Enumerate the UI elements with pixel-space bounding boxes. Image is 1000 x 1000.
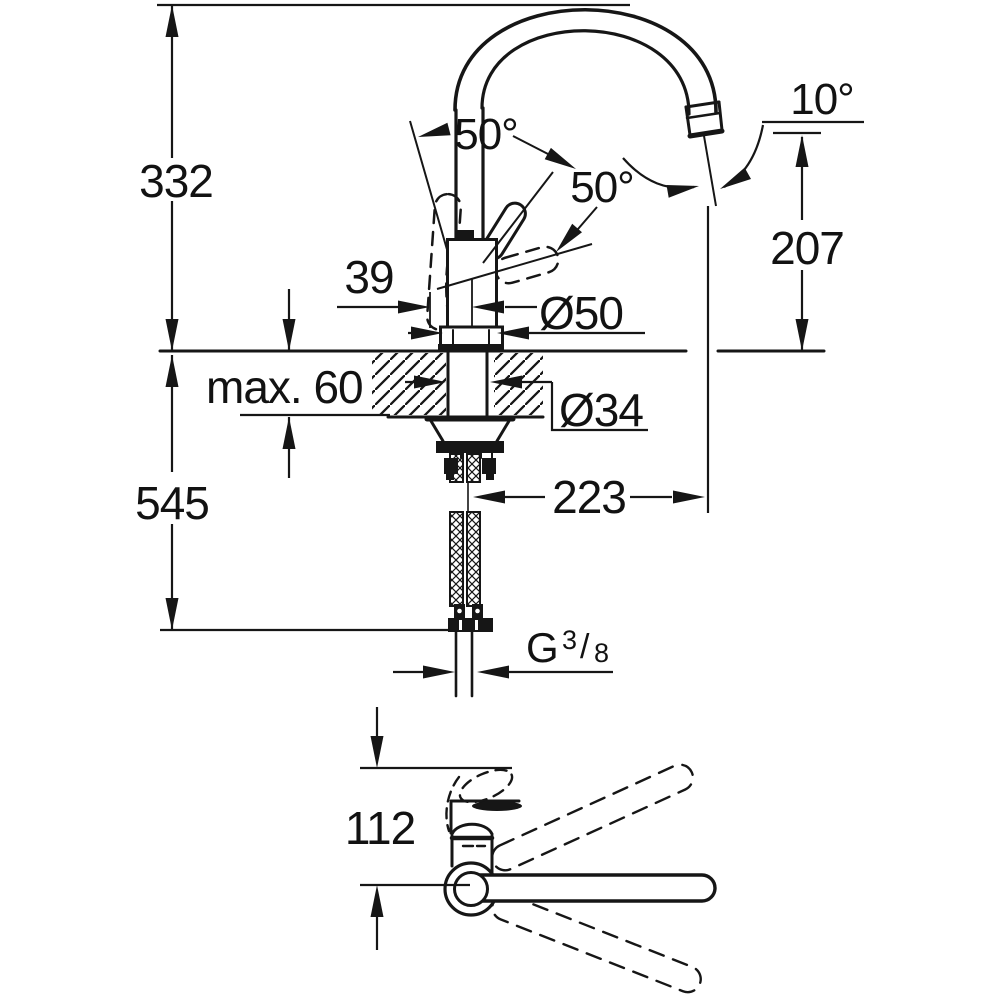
dimension-arrowheads xyxy=(165,5,809,917)
label-lever-angle-open: 50° xyxy=(570,163,634,212)
label-outlet-height: 207 xyxy=(770,222,844,274)
supply-hoses xyxy=(448,453,493,698)
spout-arc xyxy=(453,7,718,116)
label-deck-thickness: max. 60 xyxy=(206,361,363,413)
dim-dia34-line xyxy=(405,380,648,432)
arrow-50a-left xyxy=(418,122,451,137)
arrow-10deg xyxy=(720,167,751,189)
arrow-50a-right xyxy=(544,147,576,169)
svg-text:/: / xyxy=(580,628,590,666)
base-flange xyxy=(438,325,504,352)
mounting-shank xyxy=(446,350,489,419)
arrow-50b xyxy=(556,223,582,252)
leg-lever-up xyxy=(409,120,449,254)
swivel-base-inner xyxy=(453,871,489,907)
dimension-labels: 332 545 39 Ø50 max. 60 Ø34 223 207 10° 5… xyxy=(135,75,855,854)
leg-lever-solid xyxy=(482,171,554,264)
leg-lever-open xyxy=(436,243,593,290)
svg-text:8: 8 xyxy=(594,638,609,668)
svg-text:3: 3 xyxy=(562,625,577,655)
stream-direction-line xyxy=(703,135,717,207)
spout-outlet xyxy=(684,100,725,139)
dimension-lines xyxy=(157,3,864,950)
label-outlet-angle: 10° xyxy=(790,75,854,124)
label-spout-reach: 223 xyxy=(552,471,626,523)
connection-tube xyxy=(454,630,474,698)
faucet-side-view xyxy=(158,7,826,698)
label-lever-angle-front: 50° xyxy=(454,110,518,159)
label-lever-offset: 39 xyxy=(344,251,393,303)
handle-plan xyxy=(445,768,522,876)
label-shank-diameter: Ø34 xyxy=(559,384,643,436)
faucet-top-view xyxy=(443,763,717,994)
spout-plan xyxy=(471,873,717,903)
cartridge-tab xyxy=(457,230,474,240)
label-height-above: 332 xyxy=(139,155,213,207)
leader-50a xyxy=(512,135,549,155)
label-height-below: 545 xyxy=(135,477,209,529)
label-thread-size: G 3 / 8 xyxy=(526,624,609,671)
label-top-depth: 112 xyxy=(345,802,415,854)
svg-text:G: G xyxy=(526,624,559,671)
label-base-diameter: Ø50 xyxy=(539,287,623,339)
pillar xyxy=(454,106,485,240)
arrow-swivel xyxy=(666,185,699,198)
